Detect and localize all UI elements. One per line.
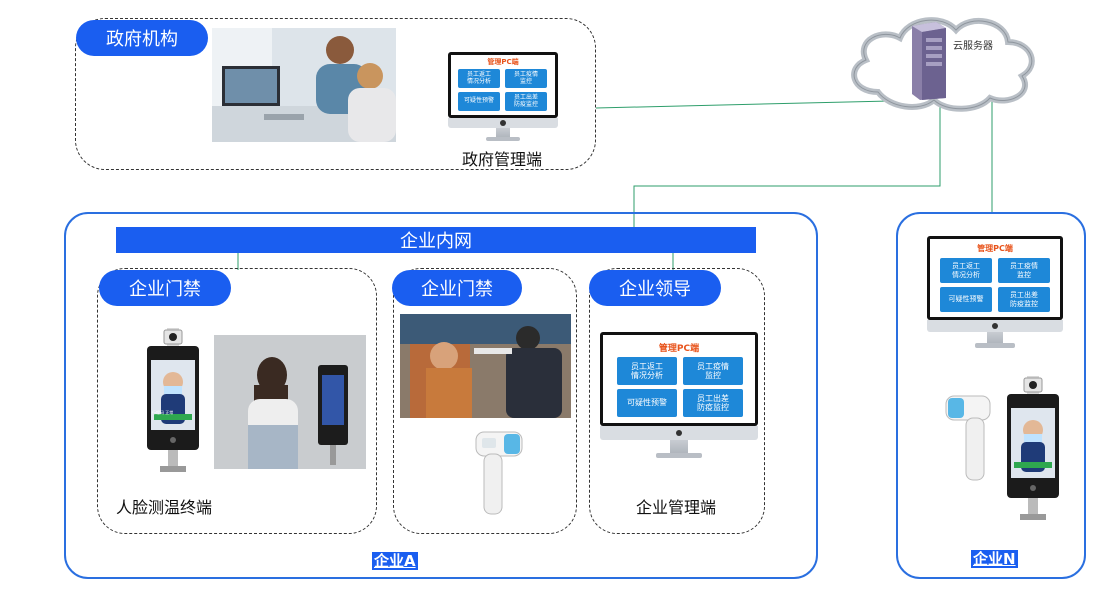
screen-tile: 员工返工 情况分析 [617,357,677,385]
section-access-1-caption: 人脸测温终端 [116,498,213,517]
government-box [75,18,596,170]
intranet-bar: 企业内网 [116,227,756,253]
office-photo [212,28,396,142]
screen-tile: 可疑性预警 [617,389,677,417]
screen-tile: 员工疫情 监控 [505,69,547,88]
device-badge: 行程码 正常 [152,410,174,415]
apple-icon [676,430,682,436]
enterprise-n-box [896,212,1086,579]
enterprise-a-pc-monitor: 管理PC端 员工返工 情况分析 员工疫情 监控 可疑性预警 员工出差 防疫监控 [600,332,758,462]
server-icon [912,22,946,100]
screen-title: 管理PC端 [487,58,519,66]
screen-tile: 可疑性预警 [940,287,992,312]
infrared-thermometer [944,394,992,484]
enterprise-a-label: 企业A [372,552,418,570]
gov-pc-caption: 政府管理端 [462,150,543,169]
government-pill: 政府机构 [76,20,208,56]
screen-tile: 员工返工 情况分析 [458,69,500,88]
connector-gov-cloud [595,99,931,109]
screen-title: 管理PC端 [658,344,700,354]
section-access-1-pill: 企业门禁 [99,270,231,306]
section-leader [589,268,765,534]
screen-tile: 员工疫情 监控 [683,357,743,385]
face-thermometer-terminal [146,328,200,472]
section-leader-caption: 企业管理端 [636,498,717,517]
apple-icon [500,120,506,126]
screen-tile: 员工出差 防疫监控 [505,92,547,111]
section-access-2 [393,268,577,534]
screen-title: 管理PC端 [977,244,1013,253]
section-leader-pill: 企业领导 [589,270,721,306]
screen-tile: 员工返工 情况分析 [940,258,992,283]
gov-pc-monitor: 管理PC端 员工返工 情况分析 员工疫情 监控 可疑性预警 员工出差 防疫监控 [448,52,558,146]
woman-terminal-photo [214,335,366,469]
screen-tile: 员工出差 防疫监控 [998,287,1050,312]
section-access-2-pill: 企业门禁 [392,270,522,306]
screen-tile: 员工疫情 监控 [998,258,1050,283]
screen-tile: 可疑性预警 [458,92,500,111]
infrared-thermometer [474,430,524,518]
enterprise-n-label: 企业N [971,550,1018,568]
enterprise-a-box [64,212,818,579]
connector-cloud-enterprise-a [633,100,941,228]
office-photo-illustration [212,28,396,142]
section-access-1 [97,268,377,534]
face-thermometer-terminal [1006,376,1060,520]
apple-icon [992,323,998,329]
cloud-server-label: 云服务器 [953,41,993,52]
temperature-check-photo [400,314,571,418]
screen-tile: 员工出差 防疫监控 [683,389,743,417]
enterprise-n-pc-monitor: 管理PC端 员工返工 情况分析 员工疫情 监控 可疑性预警 员工出差 防疫监控 [927,236,1063,354]
